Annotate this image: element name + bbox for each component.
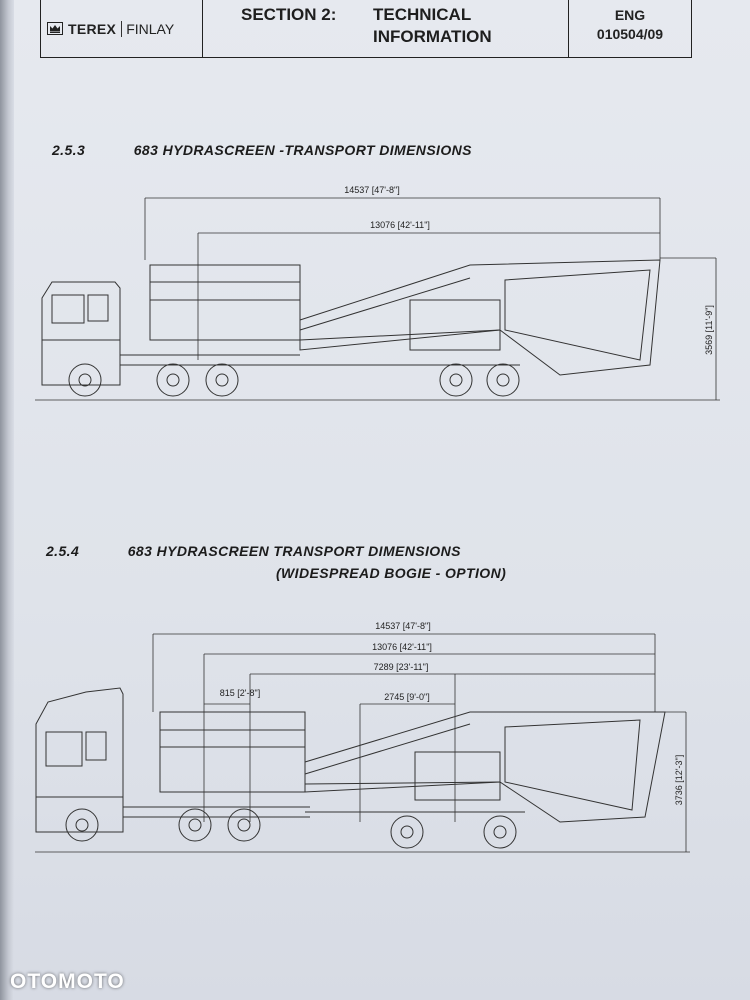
page-header: TEREX FINLAY SECTION 2: TECHNICAL INFORM… xyxy=(40,0,692,58)
book-binding xyxy=(0,0,14,1000)
brand-subname: FINLAY xyxy=(121,20,174,37)
transport-drawing-standard: 14537 [47'-8"] 13076 [42'-11"] 3569 [11'… xyxy=(35,185,720,401)
section-title-line2: INFORMATION xyxy=(373,27,492,46)
dim-overall-length-254: 14537 [47'-8"] xyxy=(375,621,430,631)
section-254-title-line1: 683 HYDRASCREEN TRANSPORT DIMENSIONS xyxy=(127,543,461,559)
section-254-number: 2.5.4 xyxy=(46,543,80,559)
dim-axle-length-254: 13076 [42'-11"] xyxy=(372,642,432,652)
brand-name: TEREX xyxy=(68,20,117,37)
document-number: 010504/09 xyxy=(596,26,664,42)
section-title-line1: TECHNICAL xyxy=(373,5,472,24)
dim-height-253: 3569 [11'-9"] xyxy=(704,305,714,355)
section-254-heading: 2.5.4 683 HYDRASCREEN TRANSPORT DIMENSIO… xyxy=(46,543,461,559)
dim-kingpin-offset-254: 815 [2'-8"] xyxy=(220,688,260,698)
section-253-title: 683 HYDRASCREEN -TRANSPORT DIMENSIONS xyxy=(133,142,472,158)
section-254-subtitle: (WIDESPREAD BOGIE - OPTION) xyxy=(276,565,507,581)
dim-height-254: 3736 [12'-3"] xyxy=(674,755,684,805)
brand-logo: TEREX FINLAY xyxy=(41,0,203,57)
language-code: ENG xyxy=(614,7,646,23)
dim-overall-length-253: 14537 [47'-8"] xyxy=(344,185,399,195)
dim-axle-length-253: 13076 [42'-11"] xyxy=(370,220,430,230)
crown-logo-icon xyxy=(47,22,63,35)
section-label: SECTION 2: xyxy=(241,5,337,24)
document-code-block: ENG 010504/09 xyxy=(569,0,691,57)
section-253-heading: 2.5.3 683 HYDRASCREEN -TRANSPORT DIMENSI… xyxy=(52,142,472,158)
section-title-block: SECTION 2: TECHNICAL INFORMATION xyxy=(203,0,569,57)
document-page xyxy=(14,0,750,1000)
screen-plant-253 xyxy=(149,259,661,397)
truck-cab-254 xyxy=(35,687,310,842)
transport-drawing-widespread: 14537 [47'-8"] 13076 [42'-11"] 7289 [23'… xyxy=(35,621,690,853)
truck-cab-253 xyxy=(41,281,300,397)
dim-bogie-spread-254: 2745 [9'-0"] xyxy=(384,692,429,702)
section-253-number: 2.5.3 xyxy=(52,142,86,158)
dim-bogie-length-254: 7289 [23'-11"] xyxy=(374,662,429,672)
screen-plant-254 xyxy=(159,711,666,849)
watermark-logo: OTOMOTO xyxy=(10,970,125,993)
